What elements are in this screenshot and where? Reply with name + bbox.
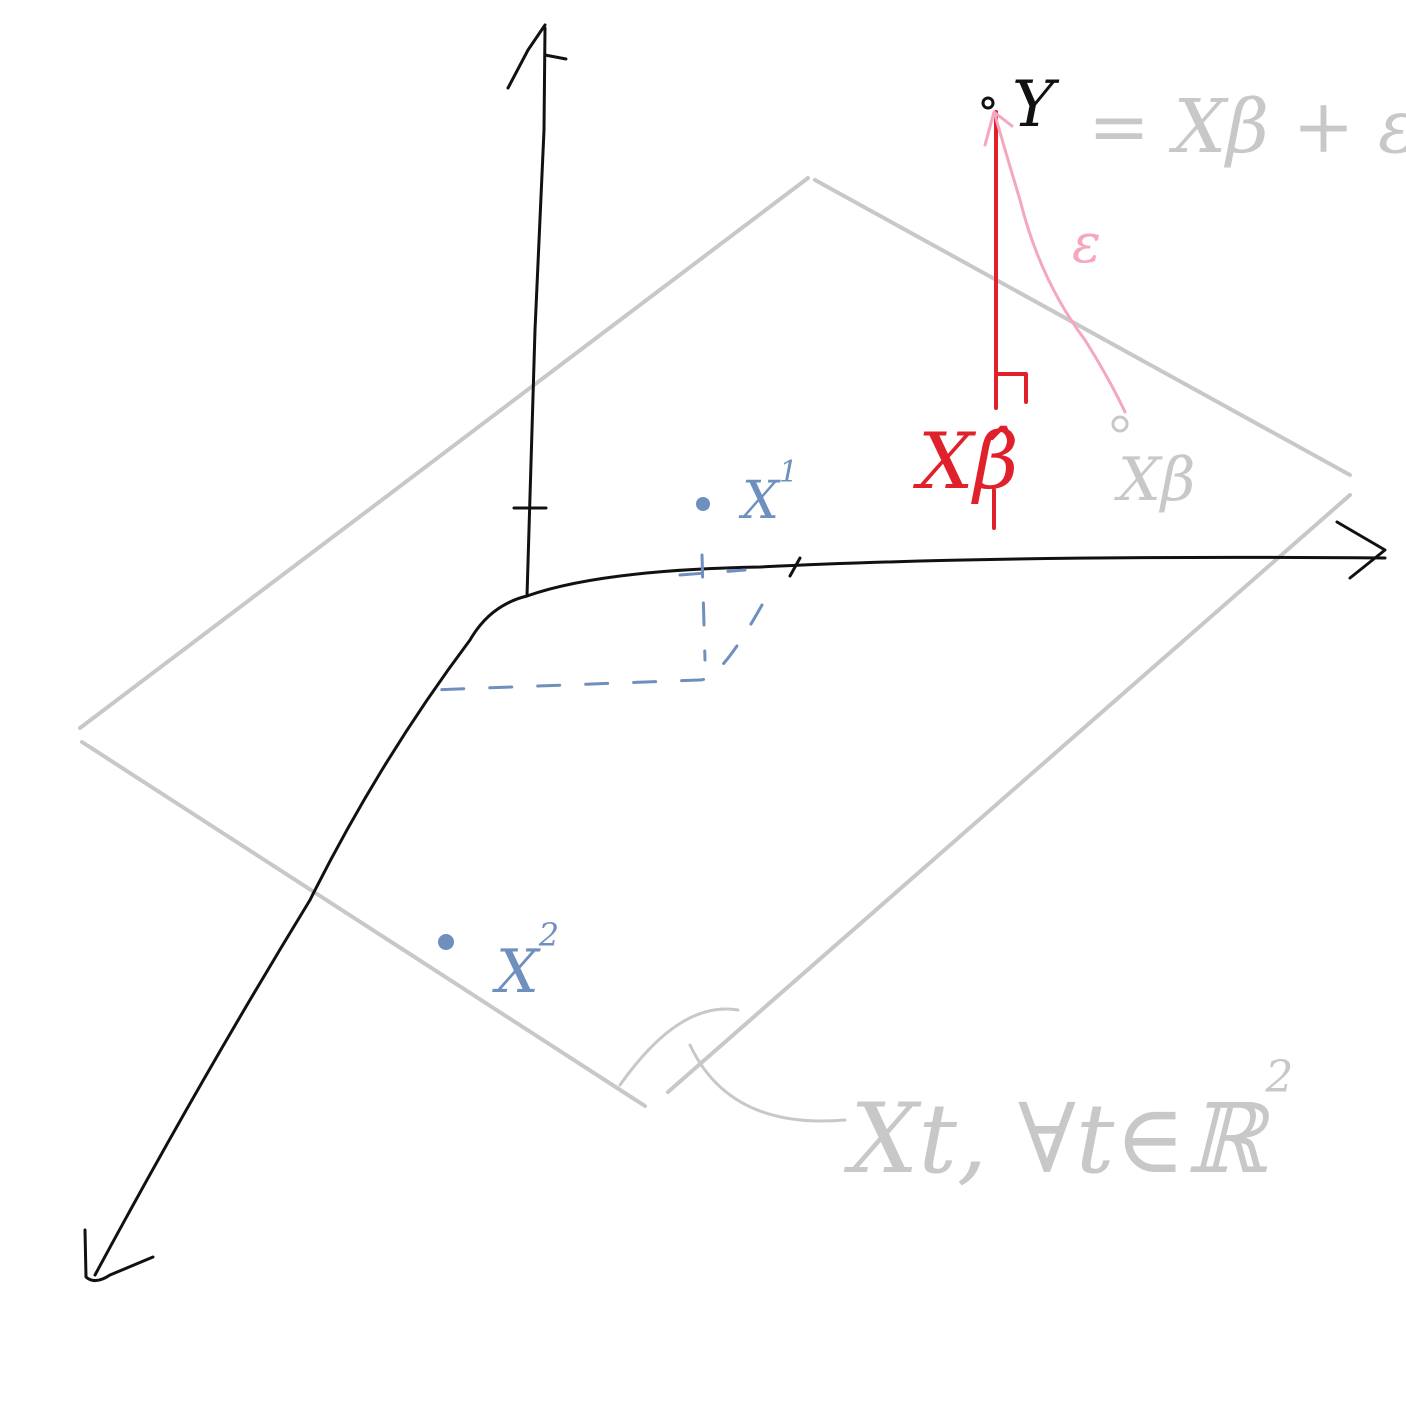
plane-edge-bottom-right [666, 493, 1352, 1094]
plane-edge-top-left [78, 176, 810, 730]
y-label: Y [1012, 68, 1060, 142]
error-vector: ε [983, 110, 1127, 414]
horizontal-axis [525, 555, 1387, 598]
equation-lhs: = Xβ + ε [1088, 84, 1406, 170]
x2-label-superscript: 2 [538, 916, 559, 954]
xbeta-label: Xβ [1114, 445, 1195, 515]
x2-point [438, 934, 454, 950]
x1-dashed-guide [428, 553, 764, 692]
axes [83, 23, 1387, 1282]
horizontal-axis-tick [788, 556, 802, 578]
y-point [981, 96, 995, 110]
right-angle-mark [996, 372, 1028, 404]
depth-axis-arrowhead [83, 1228, 155, 1282]
x2-label: X2 [492, 916, 559, 1007]
vertical-axis-arrowhead [506, 23, 568, 90]
x1-label-letter: X [738, 471, 781, 531]
vector-x2: X2 [438, 916, 559, 1007]
plane-edge-top-right [813, 178, 1352, 477]
span-label: Xt, ∀t∈ℝ2 [843, 1052, 1293, 1195]
error-label: ε [1072, 212, 1101, 275]
vertical-axis [525, 26, 547, 598]
x2-label-letter: X [492, 937, 541, 1007]
span-label-main: Xt, ∀t∈ℝ [843, 1083, 1271, 1195]
horizontal-axis-arrowhead [1335, 520, 1387, 580]
span-pointer-curve [618, 1007, 847, 1123]
span-annotation: Xt, ∀t∈ℝ2 [618, 1007, 1293, 1195]
x1-point [696, 497, 710, 511]
orthogonal-projection [992, 110, 1028, 530]
xbeta-point [1111, 415, 1129, 433]
plane-edge-bottom-left [80, 740, 647, 1108]
vector-x1: X1 [428, 455, 798, 692]
x1-label-superscript: 1 [779, 455, 798, 490]
span-label-superscript: 2 [1264, 1052, 1293, 1103]
error-curve [993, 113, 1127, 414]
depth-axis [93, 594, 529, 1277]
observation-y: Y = Xβ + εε [981, 68, 1406, 170]
error-arrowhead [983, 110, 1014, 147]
x1-label: X1 [738, 455, 798, 531]
column-space-plane [78, 176, 1352, 1108]
arbitrary-point-xbeta: Xβ [1111, 415, 1195, 515]
projection-label: Xβ̂ [912, 417, 1019, 507]
equation-text: = Xβ + εε [1088, 84, 1406, 170]
